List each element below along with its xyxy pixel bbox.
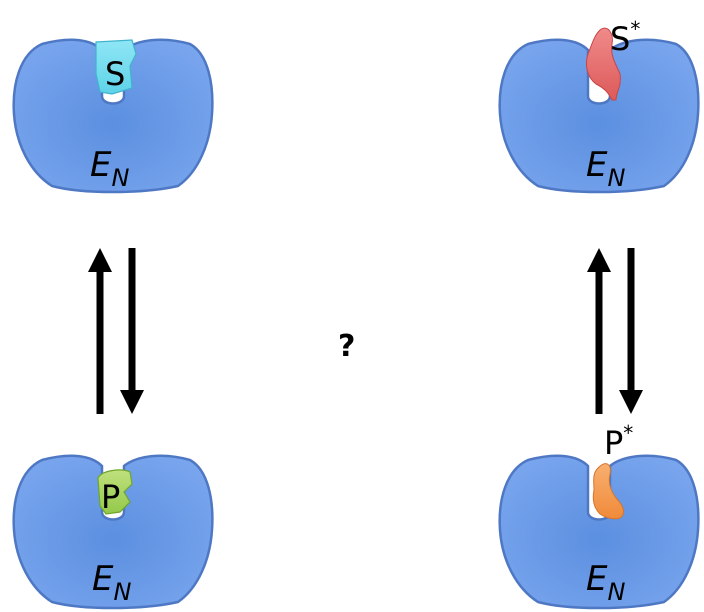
substrate-star-label: S* (610, 17, 640, 58)
enzyme-symbol: E (90, 145, 112, 185)
substrate-shape (95, 39, 137, 95)
substrate-star-letter: S (610, 20, 630, 58)
left-up-arrowhead (88, 248, 112, 272)
question-mark: ? (338, 329, 355, 364)
substrate-star-shape (585, 27, 621, 101)
enzyme-subscript: N (607, 578, 625, 606)
enzyme-label: EN (586, 559, 625, 606)
product-star-superscript: * (623, 421, 633, 445)
product-star-label: P* (604, 421, 633, 462)
product-shape (97, 469, 133, 515)
enzyme-product-star-complex: P* EN (498, 421, 700, 610)
enzyme-label: EN (92, 559, 131, 606)
left-equilibrium-arrows (88, 248, 144, 414)
enzyme-subscript: N (607, 164, 625, 192)
enzyme-symbol: E (586, 559, 608, 599)
enzyme-symbol: E (92, 559, 114, 599)
substrate-star-superscript: * (630, 17, 640, 41)
substrate-label: S (105, 55, 125, 93)
product-label: P (101, 478, 120, 516)
enzyme-subscript: N (111, 164, 129, 192)
enzyme-subscript: N (113, 578, 131, 606)
right-equilibrium-arrows (587, 248, 643, 414)
enzyme-symbol: E (586, 145, 608, 185)
enzyme-label: EN (90, 145, 129, 192)
right-up-arrowhead (587, 248, 611, 272)
enzyme-substrate-complex: S EN (12, 38, 214, 194)
enzyme-substrate-star-complex: S* EN (498, 17, 700, 194)
enzyme-label: EN (586, 145, 625, 192)
enzyme-product-complex: P EN (12, 454, 214, 610)
right-down-arrowhead (619, 390, 643, 414)
product-star-shape (592, 463, 624, 520)
product-star-letter: P (604, 424, 623, 462)
left-down-arrowhead (120, 390, 144, 414)
